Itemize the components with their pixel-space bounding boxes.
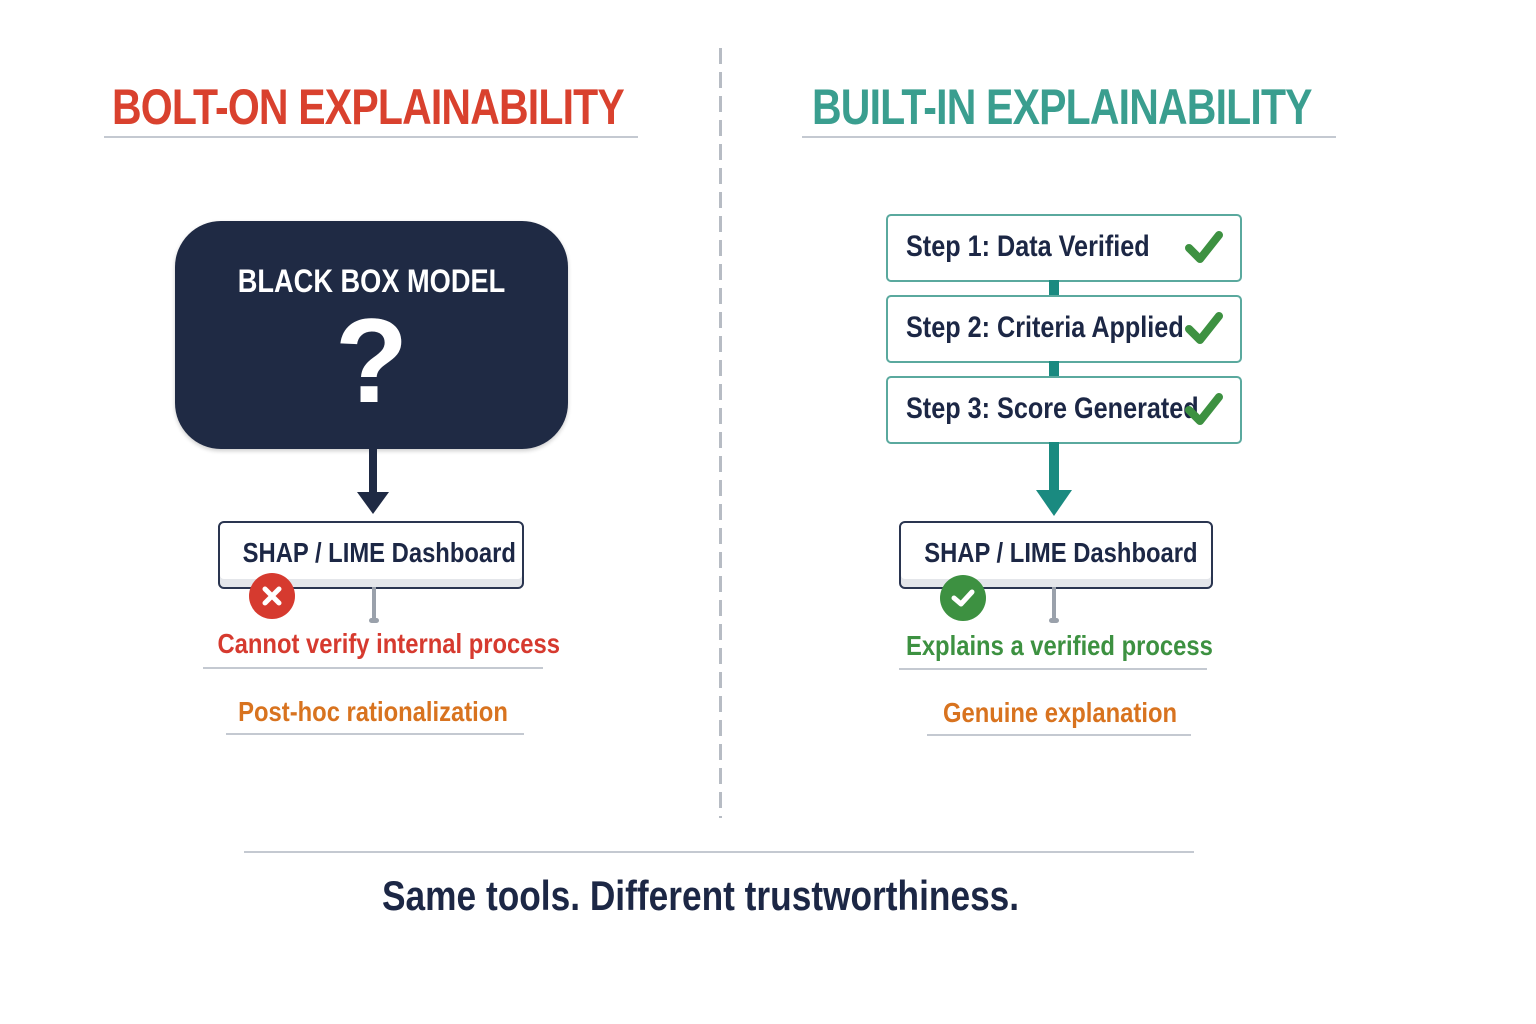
right-arrow-shaft — [1049, 442, 1059, 492]
step-2-label: Step 2: Criteria Applied — [906, 311, 1184, 344]
left-connector-stem — [372, 587, 376, 619]
step-3-label: Step 3: Score Generated — [906, 392, 1199, 425]
step-3-box: Step 3: Score Generated — [886, 376, 1242, 444]
footer-rule — [244, 851, 1194, 853]
center-divider — [719, 48, 722, 818]
step-connector-1 — [1049, 280, 1059, 296]
right-dashboard-label: SHAP / LIME Dashboard — [924, 537, 1198, 568]
check-circle-icon — [940, 575, 986, 621]
right-connector-dot — [1049, 618, 1059, 623]
question-mark-icon: ? — [334, 294, 409, 428]
left-dashboard-label: SHAP / LIME Dashboard — [242, 537, 516, 568]
right-dashboard-box: SHAP / LIME Dashboard — [899, 521, 1213, 589]
step-connector-2 — [1049, 361, 1059, 377]
step-2-box: Step 2: Criteria Applied — [886, 295, 1242, 363]
right-title-underline — [802, 136, 1336, 138]
left-verdict-text: Post-hoc rationalization — [238, 696, 508, 727]
check-icon — [1185, 231, 1223, 263]
right-connector-stem — [1052, 587, 1056, 619]
left-arrow-down-icon — [357, 492, 389, 514]
footer-tagline: Same tools. Different trustworthiness. — [382, 872, 1020, 919]
right-arrow-down-icon — [1036, 490, 1072, 516]
black-box-title: BLACK BOX MODEL — [237, 263, 506, 299]
right-status-underline — [899, 668, 1207, 670]
step-1-label: Step 1: Data Verified — [906, 230, 1150, 263]
left-title-underline — [104, 136, 638, 138]
left-panel-title: BOLT-ON EXPLAINABILITY — [112, 79, 625, 135]
step-1-box: Step 1: Data Verified — [886, 214, 1242, 282]
right-panel-title: BUILT-IN EXPLAINABILITY — [812, 79, 1313, 135]
right-verdict-text: Genuine explanation — [942, 697, 1178, 728]
right-verdict-underline — [927, 734, 1191, 736]
left-status-underline — [203, 667, 543, 669]
left-arrow-shaft — [369, 449, 377, 495]
x-circle-icon — [249, 573, 295, 619]
left-status-text: Cannot verify internal process — [217, 628, 561, 659]
left-connector-dot — [369, 618, 379, 623]
check-icon — [1185, 312, 1223, 344]
left-verdict-underline — [226, 733, 524, 735]
check-icon — [1185, 393, 1223, 425]
right-status-text: Explains a verified process — [905, 630, 1213, 661]
black-box-model: BLACK BOX MODEL ? — [175, 221, 568, 449]
